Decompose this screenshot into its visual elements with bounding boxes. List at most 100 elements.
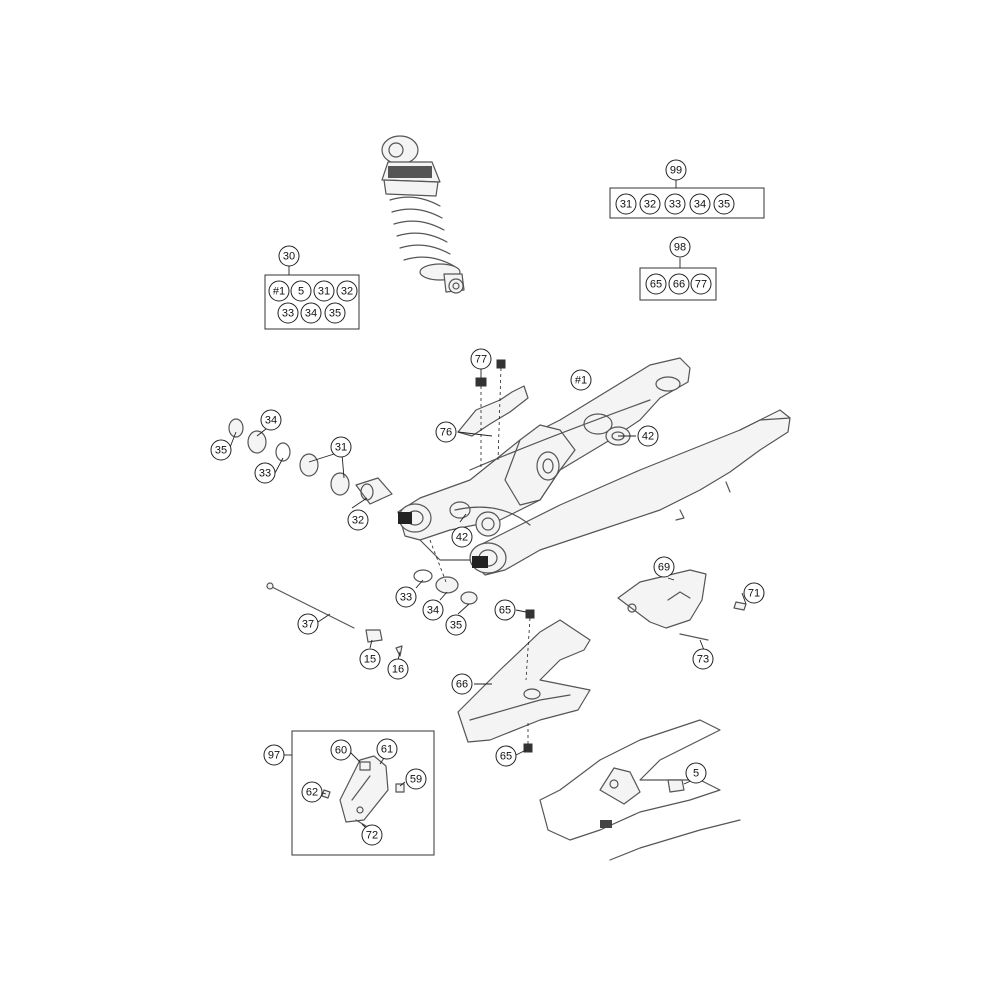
callout-97: 97	[263, 744, 285, 766]
kit-box-98	[639, 267, 717, 301]
callout-circle	[405, 768, 427, 790]
callout-66: 66	[451, 673, 473, 695]
bracket-97	[321, 755, 405, 827]
chain-guide-69	[617, 569, 747, 641]
callout-number: 34	[427, 605, 439, 617]
callout-circle	[263, 744, 285, 766]
callout-number: 37	[302, 619, 314, 631]
callout-number: 5	[298, 286, 304, 298]
callout-5: 5	[290, 280, 312, 302]
callout-number: 34	[265, 415, 277, 427]
callout-32: 32	[639, 193, 661, 215]
callout-circle	[268, 280, 290, 302]
callout-77: 77	[690, 273, 712, 295]
callout-circle	[435, 421, 457, 443]
callout-34: 34	[422, 599, 444, 621]
kit-box-97	[291, 730, 435, 856]
callout-99: 99	[665, 159, 687, 181]
callout-34: 34	[260, 409, 282, 431]
callout-number: 72	[366, 830, 378, 842]
callout-circle	[637, 425, 659, 447]
callout-circle	[260, 409, 282, 431]
callout-15: 15	[359, 648, 381, 670]
kit-box-30	[264, 274, 360, 330]
leader-lines	[228, 368, 747, 829]
callout-number: 34	[305, 308, 317, 320]
callout-65: 65	[495, 745, 517, 767]
callout-65: 65	[494, 599, 516, 621]
callout-number: 31	[318, 286, 330, 298]
callout-circle	[470, 348, 492, 370]
shock-absorber	[381, 135, 465, 294]
callout-number: 33	[400, 592, 412, 604]
callout-circle	[330, 739, 352, 761]
callout-77: 77	[470, 348, 492, 370]
callout-circle	[445, 614, 467, 636]
callout-31: 31	[313, 280, 335, 302]
callout-circle	[359, 648, 381, 670]
callout-33: 33	[277, 302, 299, 324]
callout-number: 32	[644, 199, 656, 211]
callout-circle	[347, 509, 369, 531]
callout-number: 99	[670, 165, 682, 177]
callout-circle	[387, 658, 409, 680]
callout-number: 33	[669, 199, 681, 211]
callout-number: 69	[658, 562, 670, 574]
callout-circle	[645, 273, 667, 295]
axle-37	[266, 582, 355, 629]
callout-number: 35	[450, 620, 462, 632]
callout-35: 35	[324, 302, 346, 324]
callout-65: 65	[645, 273, 667, 295]
callout-32: 32	[336, 280, 358, 302]
callout-circle	[690, 273, 712, 295]
callout-number: 66	[673, 279, 685, 291]
callout-35: 35	[713, 193, 735, 215]
callout-number: 65	[650, 279, 662, 291]
callout-labels: 99 31 32 33 34 35 98 65 66 77 30 #1 5 31 32 33 34 35 77 #1 7…	[210, 159, 765, 846]
callout-number: 59	[410, 774, 422, 786]
callout-circle	[324, 302, 346, 324]
callout-61: 61	[376, 738, 398, 760]
callout-number: 32	[352, 515, 364, 527]
frame-detail	[539, 719, 741, 861]
callout-number: #1	[273, 286, 285, 298]
callout-circle	[210, 439, 232, 461]
callout-circle	[669, 236, 691, 258]
callout-number: 31	[620, 199, 632, 211]
callout-circle	[254, 462, 276, 484]
callout-number: 35	[329, 308, 341, 320]
callout-73: 73	[692, 648, 714, 670]
callout-34: 34	[689, 193, 711, 215]
callout-circle	[451, 673, 473, 695]
swingarm	[397, 357, 791, 576]
callout-number: 42	[456, 532, 468, 544]
cap-16	[395, 645, 403, 657]
callout-circle	[685, 762, 707, 784]
callout-number: 60	[335, 745, 347, 757]
callout-number: 42	[642, 431, 654, 443]
callout-72: 72	[361, 824, 383, 846]
callout-number: 31	[335, 442, 347, 454]
callout-circle	[615, 193, 637, 215]
callout-71: 71	[743, 582, 765, 604]
chain-slider-76	[457, 385, 529, 437]
callout-circle	[665, 159, 687, 181]
callout-31: 31	[330, 436, 352, 458]
callout-circle	[336, 280, 358, 302]
pivot-bearings-left	[228, 418, 393, 505]
callout-number: 35	[215, 445, 227, 457]
callout-number: 30	[283, 251, 295, 263]
pivot-bearings-lower	[413, 539, 478, 605]
callout-98: 98	[669, 236, 691, 258]
callout-34: 34	[300, 302, 322, 324]
callout-number: 34	[694, 199, 706, 211]
callout-42: 42	[451, 526, 473, 548]
callout-circle	[570, 369, 592, 391]
callout-number: 71	[748, 588, 760, 600]
callout-60: 60	[330, 739, 352, 761]
callout-circle	[713, 193, 735, 215]
callout-62: 62	[301, 781, 323, 803]
callout-number: #1	[575, 375, 587, 387]
callout-circle	[495, 745, 517, 767]
nut-15	[365, 629, 383, 643]
